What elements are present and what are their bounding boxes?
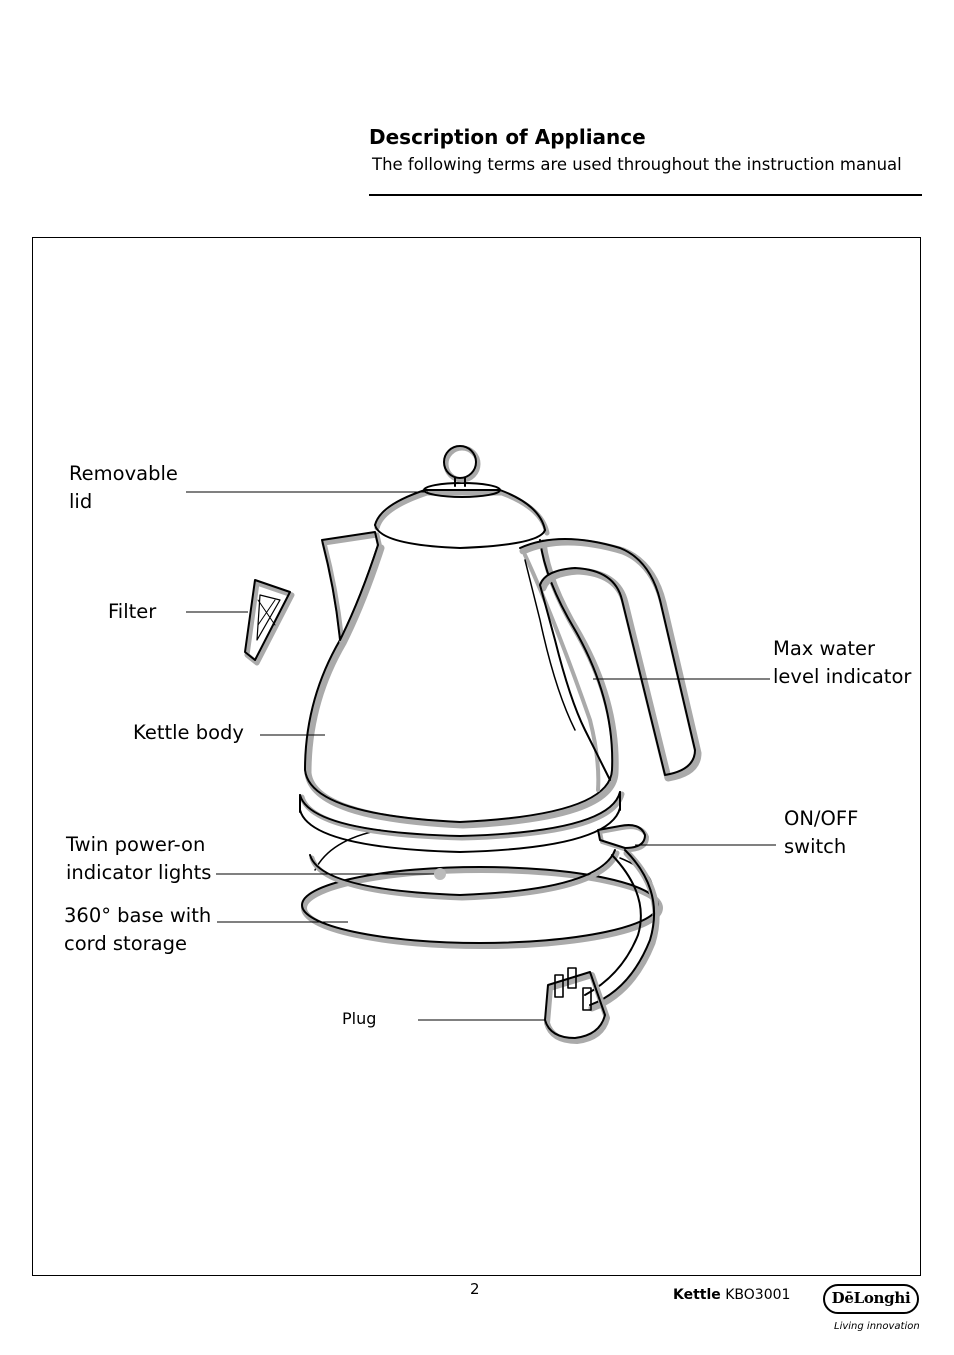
- label-removable-lid: Removable lid: [69, 462, 178, 513]
- brand-logo: DēLonghi: [823, 1284, 919, 1314]
- label-kettle-body: Kettle body: [133, 721, 244, 744]
- spout-drawing: [321, 531, 383, 646]
- cord-drawing: [584, 849, 660, 1012]
- kettle-body-drawing: [304, 539, 619, 829]
- brand-tagline: Living innovation: [834, 1321, 920, 1332]
- label-twin-power-lights: Twin power-on indicator lights: [66, 833, 212, 884]
- indicator-light-dot: [434, 868, 446, 880]
- label-max-water: Max water level indicator: [773, 637, 912, 688]
- diagram-frame: [32, 237, 921, 1276]
- lid-drawing: [374, 445, 550, 549]
- header-rule: [369, 194, 922, 196]
- page-title: Description of Appliance: [369, 125, 646, 149]
- brand-logo-text: DēLonghi: [831, 1289, 911, 1307]
- label-filter: Filter: [108, 600, 157, 623]
- handle-drawing: [519, 538, 702, 782]
- page-subtitle: The following terms are used throughout …: [372, 155, 902, 174]
- footer-product: Kettle KBO3001: [673, 1287, 790, 1303]
- label-on-off-switch: ON/OFF switch: [784, 807, 859, 858]
- product-name: Kettle: [673, 1287, 721, 1303]
- label-plug: Plug: [342, 1009, 377, 1028]
- filter-drawing: [244, 579, 295, 666]
- page-number: 2: [470, 1280, 480, 1298]
- leader-lines: [186, 491, 776, 1021]
- plug-drawing: [544, 967, 610, 1044]
- product-model: KBO3001: [725, 1287, 791, 1303]
- label-base: 360° base with cord storage: [64, 904, 212, 955]
- switch-drawing: [597, 824, 649, 852]
